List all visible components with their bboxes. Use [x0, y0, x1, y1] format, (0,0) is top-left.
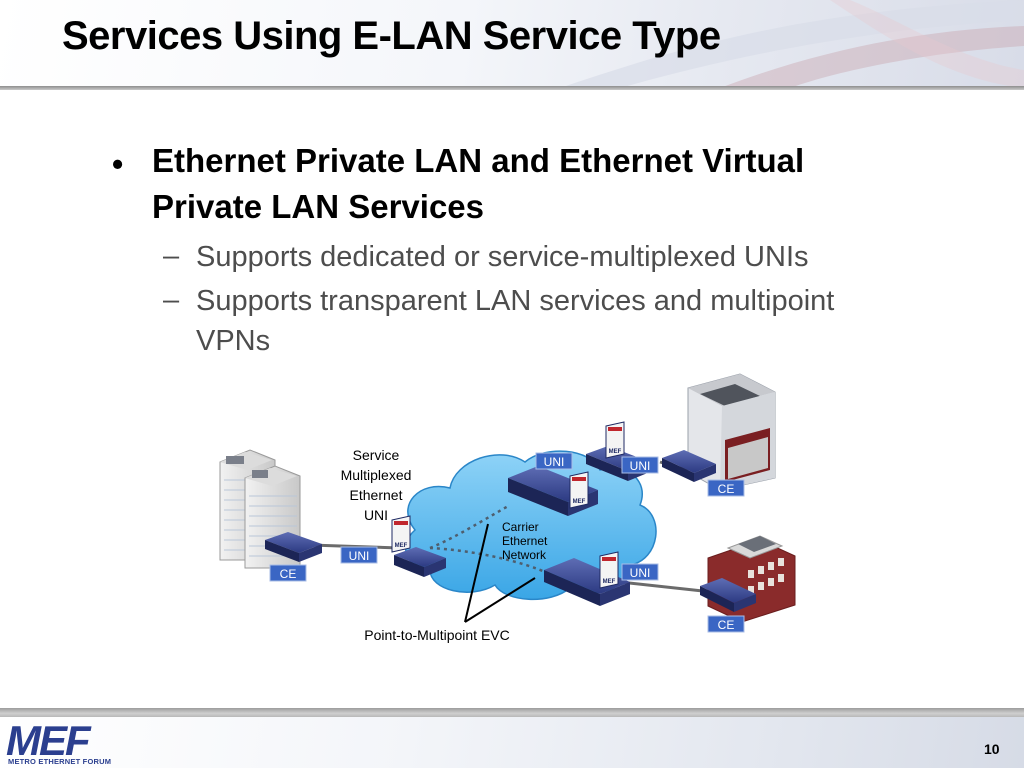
badge-label: MEF — [573, 499, 586, 505]
svg-text:CE: CE — [280, 567, 297, 581]
svg-text:CE: CE — [718, 618, 735, 632]
slide-footer — [0, 717, 1024, 768]
footer-divider — [0, 708, 1024, 717]
carrier-ethernet-network-label: Carrier Ethernet Network — [502, 520, 548, 562]
sub-bullet-dash: – — [163, 240, 180, 272]
sub-bullet-text: Supports dedicated or service-multiplexe… — [196, 241, 809, 273]
bullet-main-text: Ethernet Private LAN and Ethernet Virtua… — [152, 142, 805, 225]
sub-bullet-text: Supports transparent LAN services and mu… — [196, 285, 835, 357]
svg-text:Ethernet: Ethernet — [502, 534, 548, 548]
svg-text:UNI: UNI — [349, 549, 370, 563]
header-swoosh-decoration — [560, 0, 1024, 88]
svg-text:Carrier: Carrier — [502, 520, 539, 534]
ce-label-top-right: CE — [707, 479, 745, 497]
ce-device-left — [265, 532, 322, 562]
badge-label: MEF — [609, 449, 622, 455]
svg-text:CE: CE — [718, 482, 735, 496]
evc-dotted-paths — [429, 503, 553, 577]
mef-certification-badge: MEF — [391, 515, 411, 553]
uni-label-left: UNI — [340, 546, 378, 564]
ce-label-bottom-right: CE — [707, 615, 745, 633]
service-multiplexed-uni-label: Service Multiplexed Ethernet UNI — [341, 447, 412, 523]
ce-device-top-right — [662, 450, 716, 482]
svg-text:Multiplexed: Multiplexed — [341, 467, 412, 483]
ce-device-bottom-right — [700, 578, 756, 612]
bullet-dot: • — [112, 146, 124, 182]
carrier-ethernet-cloud — [405, 450, 657, 600]
building-top-right — [687, 373, 776, 491]
svg-text:UNI: UNI — [630, 566, 651, 580]
svg-text:Ethernet: Ethernet — [350, 487, 403, 503]
uni-label-bottom-right: UNI — [621, 563, 659, 581]
svg-text:UNI: UNI — [364, 507, 388, 523]
svg-text:UNI: UNI — [630, 459, 651, 473]
page-number: 10 — [984, 741, 1000, 757]
badge-label: MEF — [395, 543, 408, 549]
slide-header: Services Using E-LAN Service Type — [0, 0, 1024, 88]
mef-logo: MEF — [6, 717, 91, 764]
evc-callout-lines — [464, 523, 536, 623]
header-divider — [0, 86, 1024, 90]
mef-certification-badge: MEF — [605, 421, 625, 459]
ce-label-left: CE — [269, 564, 307, 582]
uni-label-top-right: UNI — [621, 456, 659, 474]
svg-text:Network: Network — [502, 548, 547, 562]
uni-label-top-center: UNI — [535, 452, 573, 470]
svg-text:Service: Service — [353, 447, 400, 463]
page-title: Services Using E-LAN Service Type — [62, 14, 721, 58]
mef-logo-subtext: METRO ETHERNET FORUM — [8, 757, 112, 766]
svg-text:UNI: UNI — [544, 455, 565, 469]
badge-label: MEF — [603, 579, 616, 585]
sub-bullet-dash: – — [163, 284, 180, 316]
evc-label: Point-to-Multipoint EVC — [364, 627, 510, 643]
mef-certification-badge: MEF — [599, 551, 619, 589]
mef-certification-badge: MEF — [569, 471, 589, 509]
uni-device-left — [394, 547, 446, 577]
